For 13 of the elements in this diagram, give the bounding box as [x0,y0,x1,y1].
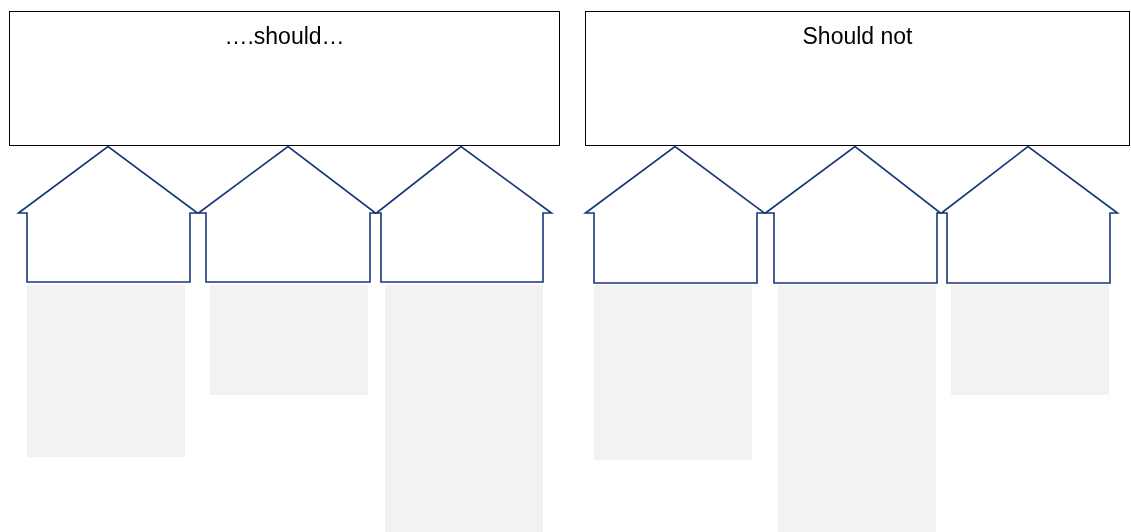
house-outline [941,146,1118,284]
house-outline [198,146,376,283]
placeholder-panel [778,285,936,532]
heading-box [9,11,560,146]
house-outline [765,146,941,284]
heading-box [585,11,1130,146]
placeholder-panel [594,285,752,460]
house-outline [376,146,552,283]
heading-text: Should not [802,23,913,49]
house-outline [585,146,765,284]
house-outline [18,146,198,283]
heading-text: ….should… [224,23,345,49]
placeholder-panel [951,285,1109,395]
